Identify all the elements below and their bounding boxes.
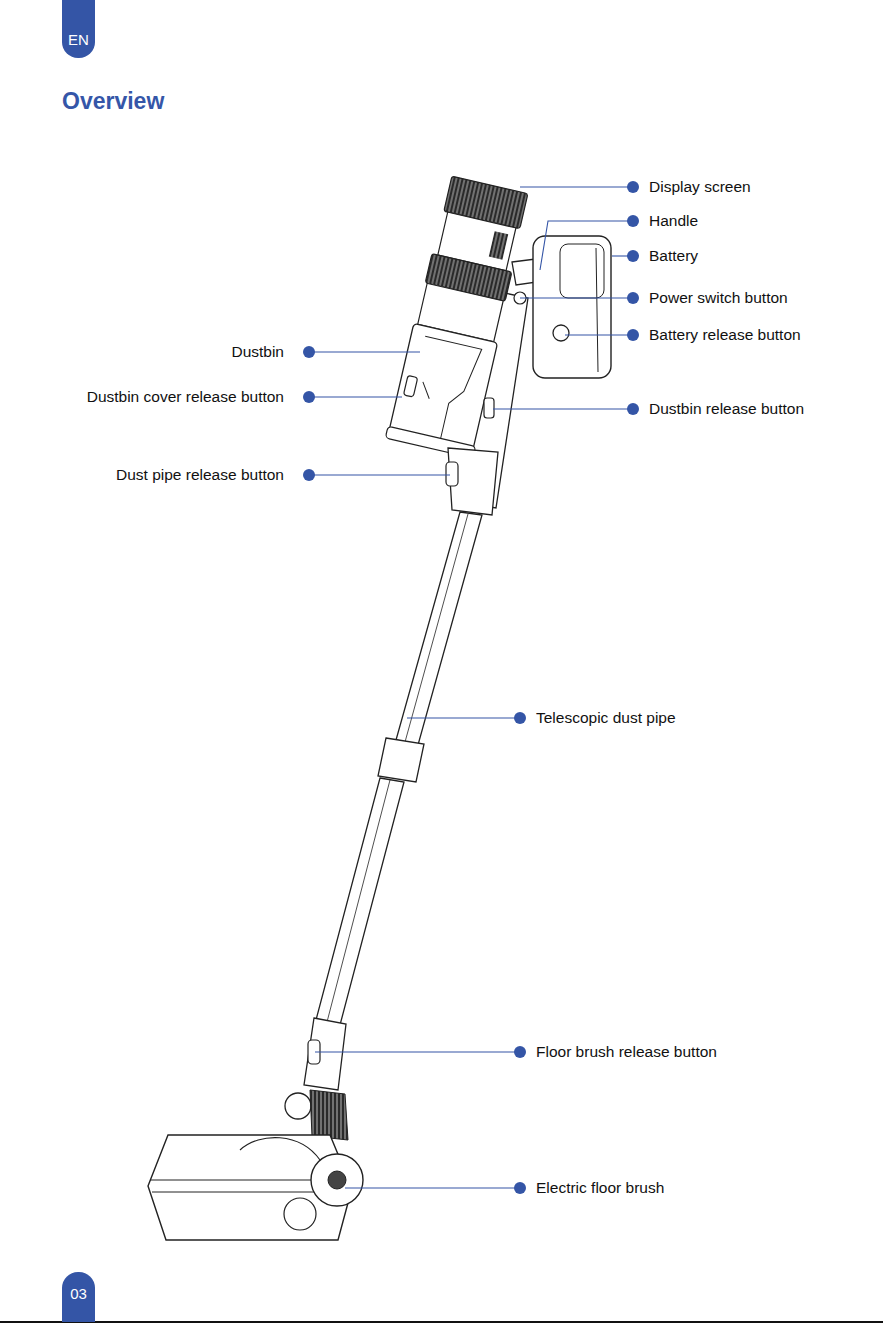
leader-line [565, 334, 633, 335]
leader-dot [514, 712, 526, 724]
roller-end [284, 1198, 316, 1230]
leader-dot [627, 181, 639, 193]
lower-pipe [316, 778, 404, 1025]
leader-line [309, 396, 402, 397]
part-label: Power switch button [649, 289, 788, 307]
leader-line [520, 186, 633, 187]
battery-pack [533, 236, 611, 378]
pipe-line [327, 780, 390, 1022]
battery-edge [596, 248, 598, 372]
pipe-joint [378, 738, 424, 782]
part-label: Handle [649, 212, 698, 230]
tab-text: 03 [70, 1285, 87, 1302]
upper-pipe [396, 512, 482, 745]
wheel [311, 1154, 363, 1206]
leader-dot [627, 250, 639, 262]
brush-hose [310, 1090, 348, 1140]
pipe-line [405, 514, 468, 742]
pipe-button [446, 462, 458, 486]
brush-cover [240, 1138, 320, 1160]
tab-text: EN [68, 31, 89, 48]
part-label: Display screen [649, 178, 751, 196]
part-label: Telescopic dust pipe [536, 709, 676, 727]
part-label: Dust pipe release button [116, 466, 284, 484]
vent-grille [489, 231, 508, 259]
leader-dot [303, 469, 315, 481]
main-body [385, 175, 533, 458]
part-label: Dustbin release button [649, 400, 804, 418]
leader-dot [627, 329, 639, 341]
leader-line [315, 1051, 520, 1052]
part-label: Battery release button [649, 326, 801, 344]
dustbin-cone [403, 336, 482, 446]
leader-line [309, 474, 450, 475]
dustbin-button [484, 398, 494, 418]
leader-lines [309, 187, 633, 1188]
battery-outline [560, 244, 604, 298]
page-tab: EN [62, 0, 95, 58]
leader-dot [627, 292, 639, 304]
release-button [553, 325, 569, 341]
leader-line [493, 408, 633, 409]
leader-dot [514, 1182, 526, 1194]
page-tab: 03 [62, 1272, 95, 1322]
leader-dot [627, 403, 639, 415]
leader-dot [303, 391, 315, 403]
brush-neck [304, 1018, 346, 1090]
leader-dot [303, 346, 315, 358]
wheel-hub [328, 1171, 346, 1189]
leader-dot [627, 215, 639, 227]
leader-dots [303, 181, 639, 1194]
leader-line [540, 221, 633, 270]
leader-line [345, 1187, 520, 1188]
part-label: Floor brush release button [536, 1043, 717, 1061]
part-label: Dustbin cover release button [87, 388, 284, 406]
part-label: Dustbin [231, 343, 284, 361]
leader-dot [514, 1046, 526, 1058]
leader-line [309, 351, 420, 352]
leader-line [407, 717, 520, 718]
part-label: Battery [649, 247, 698, 265]
part-label: Electric floor brush [536, 1179, 664, 1197]
page-rule [0, 1321, 883, 1323]
pivot-joint [285, 1093, 311, 1119]
page-title: Overview [62, 88, 164, 115]
leader-line [520, 297, 633, 298]
cover-button [403, 375, 417, 397]
